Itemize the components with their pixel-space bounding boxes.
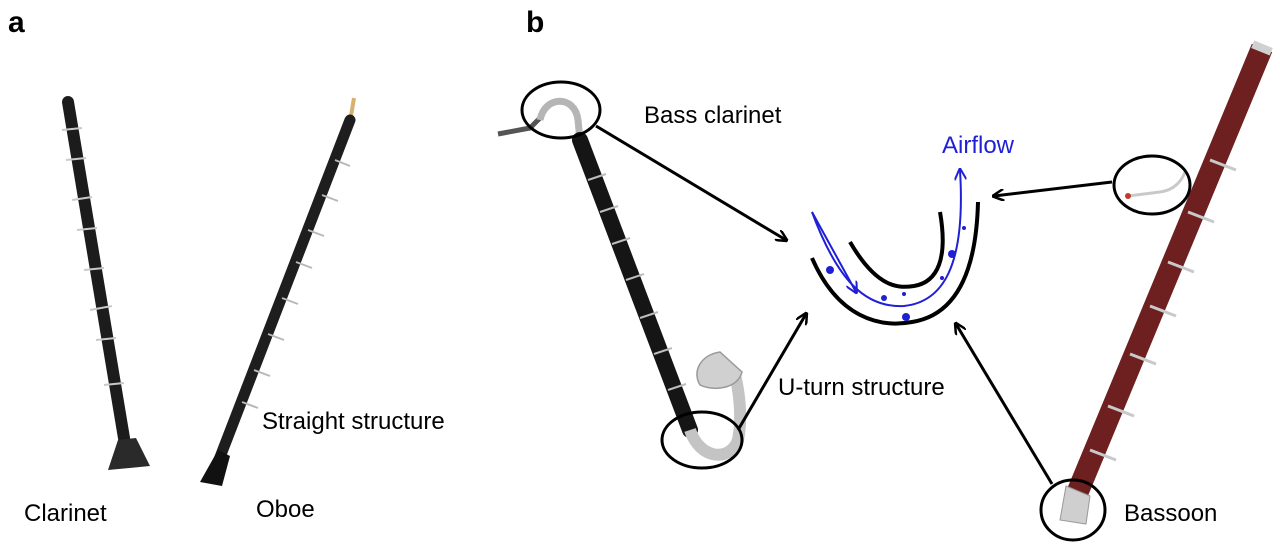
clarinet-label: Clarinet — [24, 500, 107, 527]
panel-label-b: b — [526, 6, 545, 39]
u-turn-schematic — [810, 170, 980, 326]
clarinet-image — [61, 96, 150, 470]
bass-clarinet-label: Bass clarinet — [644, 102, 782, 129]
arrow-bass-clarinet-bottom — [736, 314, 806, 431]
airflow-label: Airflow — [942, 132, 1015, 159]
u-turn-structure-label: U-turn structure — [778, 374, 945, 401]
bass-clarinet-bell-highlight — [660, 410, 744, 470]
oboe-label: Oboe — [256, 496, 315, 523]
panel-label-a: a — [8, 6, 25, 39]
bassoon-label: Bassoon — [1124, 500, 1218, 527]
arrow-bassoon-bottom — [956, 324, 1054, 485]
bassoon-image — [1059, 40, 1273, 525]
bassoon-boot-highlight — [1039, 478, 1107, 542]
bassoon-bocal-highlight — [1112, 154, 1192, 216]
oboe-image — [200, 97, 356, 486]
bass-clarinet-image — [497, 97, 747, 461]
arrow-bassoon-top — [994, 180, 1113, 196]
bass-clarinet-bocal-highlight — [520, 80, 602, 140]
arrow-bass-clarinet-top — [595, 124, 786, 240]
straight-structure-label: Straight structure — [262, 408, 445, 435]
